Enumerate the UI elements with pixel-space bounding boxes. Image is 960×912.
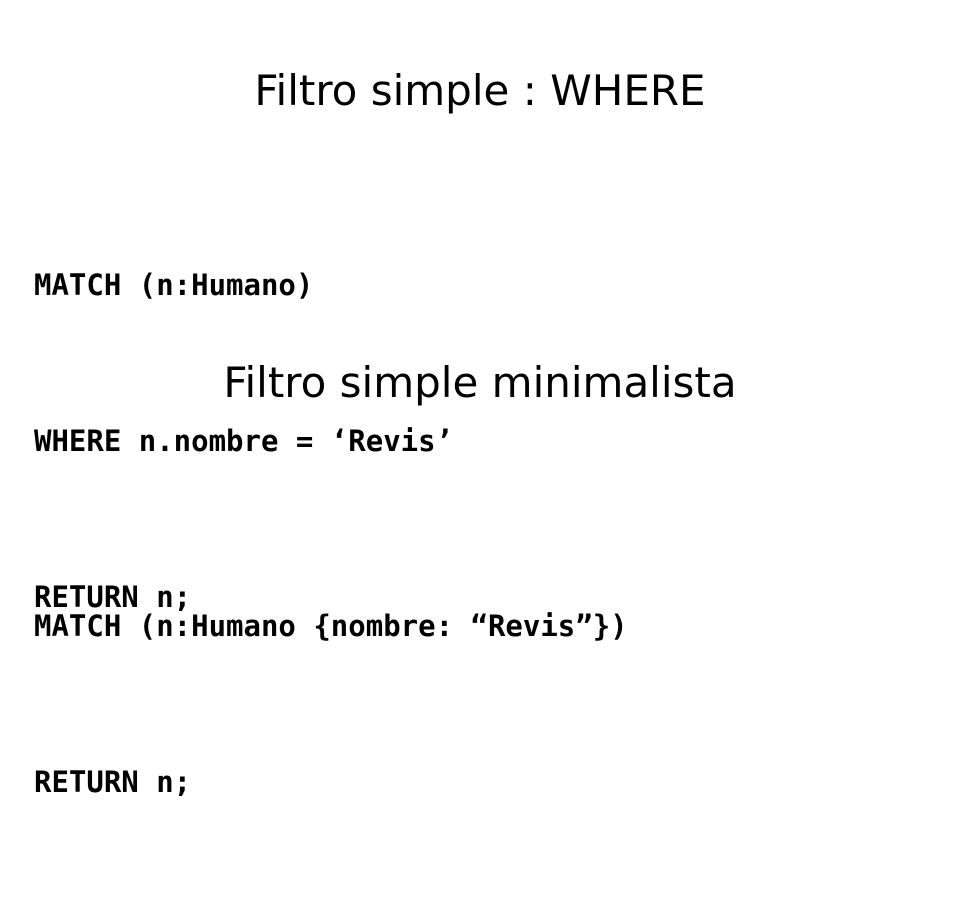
code-line: RETURN n; <box>34 765 192 799</box>
section-title-where: Filtro simple : WHERE <box>254 66 706 115</box>
section-title-minimalista: Filtro simple minimalista <box>223 358 737 407</box>
code-block-where: MATCH (n:Humano) WHERE n.nombre = ‘Revis… <box>34 155 453 727</box>
slide: Filtro simple : WHERE MATCH (n:Humano) W… <box>34 66 737 799</box>
code-block-minimalista: MATCH (n:Humano {nombre: “Revis”}) RETUR… <box>34 496 628 912</box>
code-line: WHERE n.nombre = ‘Revis’ <box>34 424 454 458</box>
code-line: MATCH (n:Humano {nombre: “Revis”}) <box>34 609 628 643</box>
code-line: RETURN n; <box>34 580 192 614</box>
code-line: MATCH (n:Humano) <box>34 268 314 302</box>
